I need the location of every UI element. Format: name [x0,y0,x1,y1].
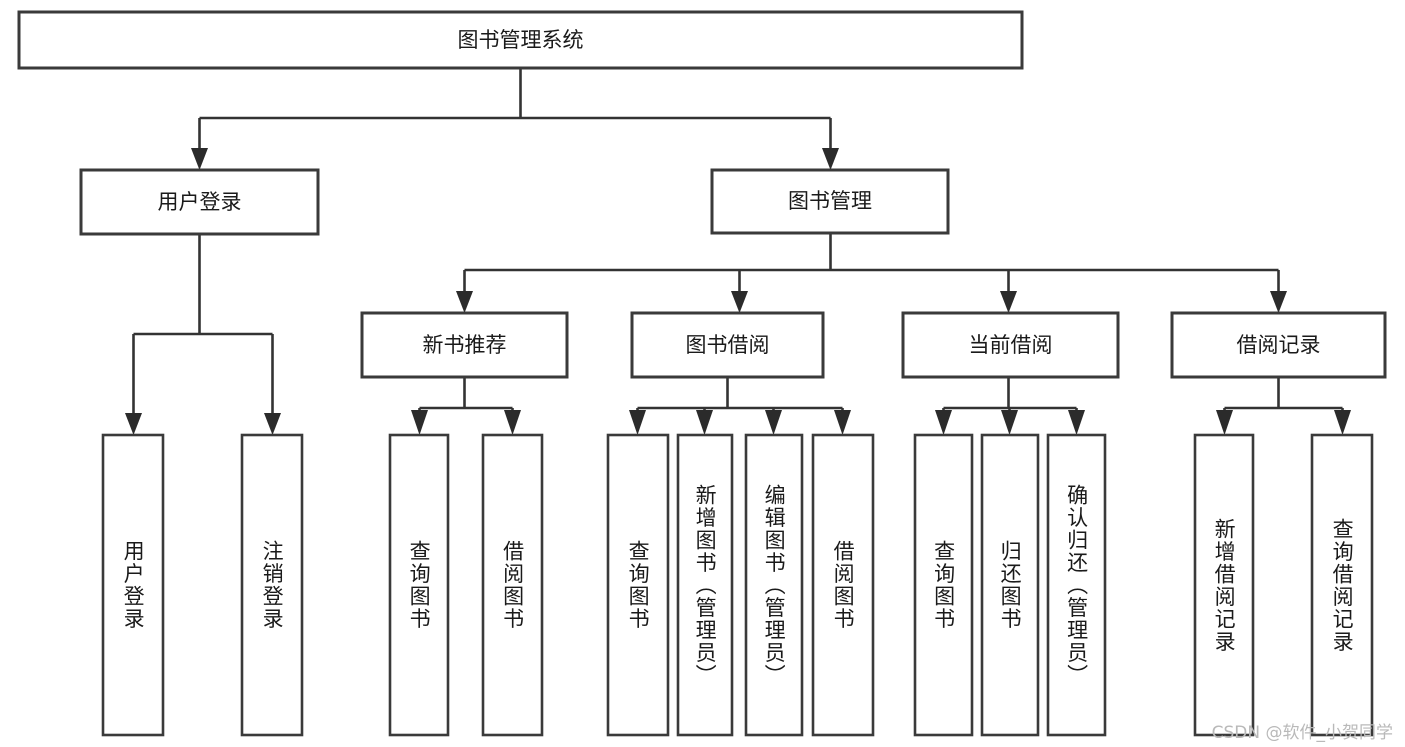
arrow-to-current-borrow [1000,291,1017,313]
node-book-borrow-box[interactable] [630,311,825,379]
arrow-to-leaf-borrow-book-bb [834,410,851,435]
node-user-login-box[interactable] [79,168,320,236]
leaf-box-query-record[interactable] [1310,433,1374,737]
csdn-watermark: CSDN @软件_小贺同学 [1211,723,1393,743]
leaf-box-return-book[interactable] [980,433,1040,737]
node-book-manage-box[interactable] [710,168,950,235]
arrow-to-leaf-query-record [1334,410,1351,435]
leaf-box-borrow-book-bb[interactable] [811,433,875,737]
arrow-to-leaf-add-book [696,410,713,435]
arrow-to-leaf-user-login [125,413,142,435]
leaf-box-user-logout[interactable] [240,433,304,737]
node-new-book-rec-label: 新书推荐 [423,333,507,357]
node-current-borrow-box[interactable] [901,311,1120,379]
leaf-box-confirm-return[interactable] [1046,433,1107,737]
node-current-borrow-label: 当前借阅 [969,333,1053,357]
node-book-manage-label: 图书管理 [788,189,872,213]
node-root-label: 图书管理系统 [458,28,584,52]
connector-layer [125,68,1351,435]
arrow-root-to-user-login [191,148,208,170]
leaf-box-query-book-cb[interactable] [913,433,974,737]
arrow-to-leaf-add-record [1216,410,1233,435]
arrow-to-leaf-return-book [1001,410,1018,435]
node-book-borrow-label: 图书借阅 [686,333,770,357]
node-user-login-label: 用户登录 [158,190,242,214]
arrow-to-leaf-query-book-cb [935,410,952,435]
node-borrow-record-box[interactable] [1170,311,1387,379]
arrow-to-leaf-edit-book [765,410,782,435]
leaf-box-user-login[interactable] [101,433,165,737]
leaf-box-query-book-bb[interactable] [606,433,670,737]
leaf-box-query-book-rec[interactable] [388,433,450,737]
arrow-to-leaf-borrow-book-rec [504,410,521,435]
leaf-box-borrow-book-rec[interactable] [481,433,544,737]
node-root-box[interactable] [17,10,1024,70]
arrow-to-borrow-record [1270,291,1287,313]
arrow-to-book-borrow [731,291,748,313]
arrow-to-leaf-user-logout [264,413,281,435]
arrow-to-new-book-rec [456,291,473,313]
arrow-to-leaf-query-book-bb [629,410,646,435]
arrow-to-leaf-confirm-return [1068,410,1085,435]
leaf-box-edit-book[interactable] [744,433,804,737]
node-box-layer: 图书管理系统 用户登录 图书管理 新书推荐 图书借阅 当前借阅 借阅记录 [17,10,1387,737]
leaf-box-add-book[interactable] [676,433,734,737]
arrow-to-leaf-query-book-rec [411,410,428,435]
leaf-box-add-record[interactable] [1193,433,1255,737]
arrow-root-to-book-manage [822,148,839,170]
node-borrow-record-label: 借阅记录 [1237,333,1321,357]
node-new-book-rec-box[interactable] [360,311,569,379]
